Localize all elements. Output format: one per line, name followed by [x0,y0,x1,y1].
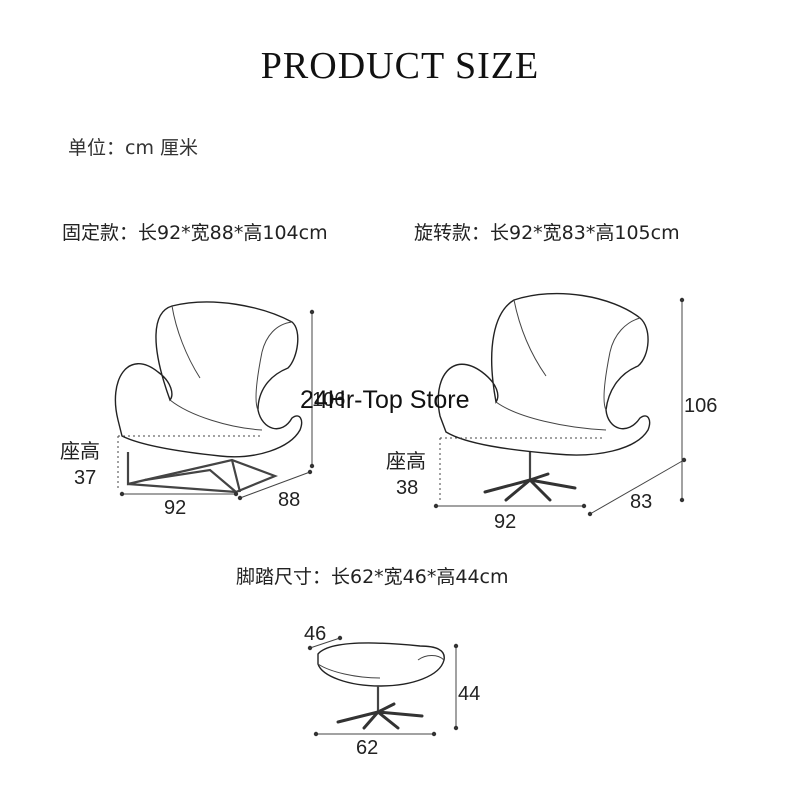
swivel-model-spec: 旋转款：长92*宽83*高105cm [414,222,680,244]
fixed-chair-seat-label: 座高 [60,439,100,463]
swivel-chair-length: 92 [494,511,516,533]
swivel-chair-seat-height: 38 [396,477,418,499]
ottoman-length: 62 [356,737,378,759]
fixed-model-spec: 固定款：长92*宽88*高104cm [62,222,328,244]
swivel-chair-width: 83 [630,491,652,513]
unit-label: 单位：cm 厘米 [68,137,198,159]
swivel-chair-height: 106 [684,395,717,417]
swivel-chair-seat-label: 座高 [386,449,426,473]
fixed-chair-length: 92 [164,497,186,519]
fixed-chair-width: 88 [278,489,300,511]
page-title: PRODUCT SIZE [260,45,540,87]
swivel-chair-drawing: 106 座高 38 92 83 [386,292,717,533]
ottoman-star-base [336,702,424,730]
fixed-chair-height: 106 [312,389,345,411]
ottoman-spec: 脚踏尺寸：长62*宽46*高44cm [236,566,509,588]
store-watermark: 24Hr-Top Store [300,386,470,414]
swivel-chair-shell [437,292,651,456]
ottoman-width: 46 [304,623,326,645]
fixed-chair-shell [114,301,303,458]
swivel-chair-star-base [483,472,577,502]
ottoman-height: 44 [458,683,480,705]
ottoman-cushion [317,642,445,687]
ottoman-drawing: 46 44 62 [304,623,480,759]
fixed-chair-drawing: 106 座高 37 92 88 [60,301,345,519]
fixed-chair-seat-height: 37 [74,467,96,489]
